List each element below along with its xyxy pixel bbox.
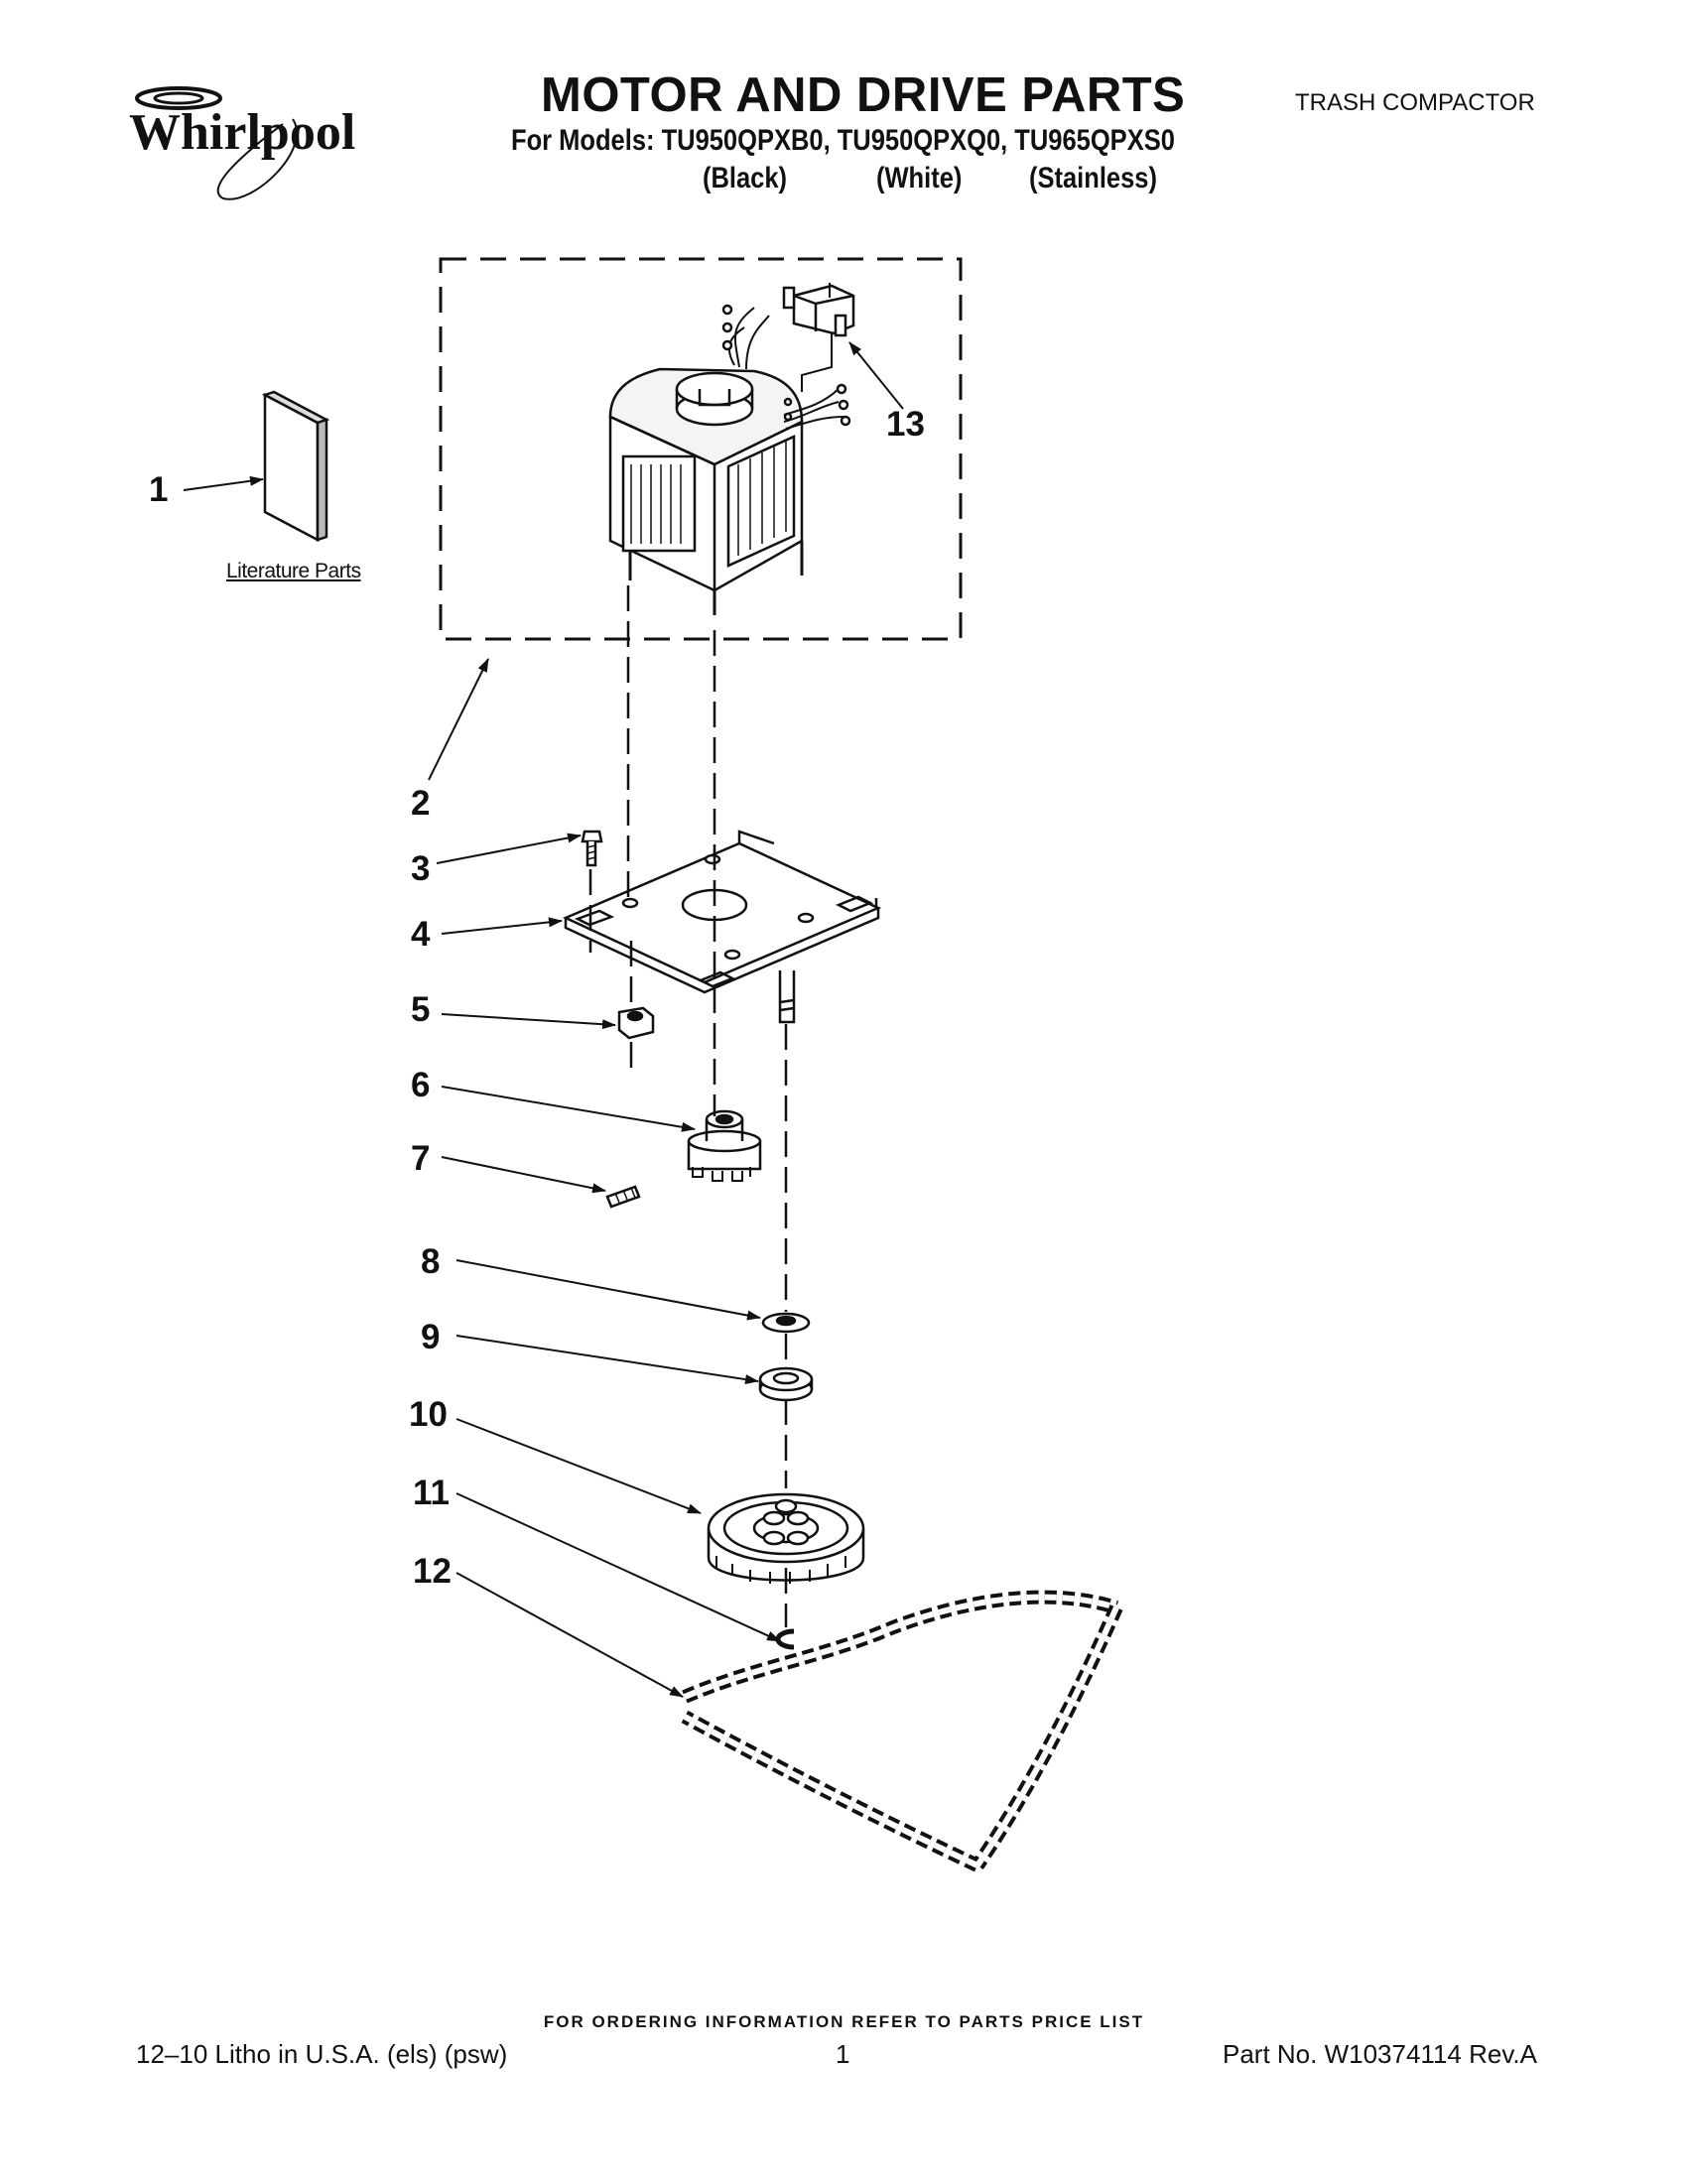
callout-1: 1 — [149, 470, 169, 509]
callout-2: 2 — [411, 784, 431, 823]
callout-13: 13 — [886, 405, 925, 444]
retaining-ring — [775, 1628, 795, 1650]
motor-mounting-plate — [562, 830, 882, 994]
bearing — [758, 1366, 814, 1402]
variant-white: (White) — [876, 162, 963, 194]
variant-stainless: (Stainless) — [1029, 162, 1157, 194]
alignment-lines — [588, 585, 788, 1627]
appliance-category: TRASH COMPACTOR — [1295, 89, 1535, 116]
motor-overload-protector — [782, 283, 855, 392]
callout-8: 8 — [421, 1242, 441, 1281]
variant-black: (Black) — [703, 162, 788, 194]
callout-7: 7 — [411, 1139, 431, 1178]
drive-sprocket — [707, 1492, 865, 1584]
callout-3: 3 — [411, 849, 431, 888]
callout-4: 4 — [411, 915, 431, 954]
drive-motor — [608, 304, 851, 615]
print-info: 12–10 Litho in U.S.A. (els) (psw) — [136, 2039, 508, 2069]
plate-stud — [778, 970, 796, 1024]
callout-leaders — [183, 341, 904, 1698]
page-title: MOTOR AND DRIVE PARTS — [541, 68, 1186, 122]
callout-5: 5 — [411, 990, 431, 1029]
drive-chain — [681, 1590, 1123, 1872]
models-line: For Models: TU950QPXB0, TU950QPXQ0, TU96… — [511, 124, 1175, 157]
mounting-screw — [581, 830, 603, 867]
literature-booklet — [261, 390, 330, 543]
callout-9: 9 — [421, 1318, 441, 1356]
motor-pinion-gear — [687, 1109, 762, 1182]
set-screw — [605, 1185, 641, 1209]
callout-10: 10 — [409, 1395, 448, 1434]
ordering-note: FOR ORDERING INFORMATION REFER TO PARTS … — [543, 2012, 1145, 2031]
whirlpool-logo: Whirlpool — [129, 86, 355, 200]
page-number: 1 — [836, 2039, 850, 2069]
callout-11: 11 — [413, 1474, 450, 1512]
callout-12: 12 — [413, 1552, 452, 1591]
motor-assembly-boundary — [439, 257, 963, 641]
callout-6: 6 — [411, 1066, 431, 1104]
literature-parts-label: Literature Parts — [226, 560, 361, 582]
svg-text:Whirlpool: Whirlpool — [129, 104, 355, 161]
thrust-washer — [761, 1312, 811, 1334]
hex-nut — [617, 1006, 655, 1040]
part-number: Part No. W10374114 Rev.A — [1223, 2039, 1537, 2069]
